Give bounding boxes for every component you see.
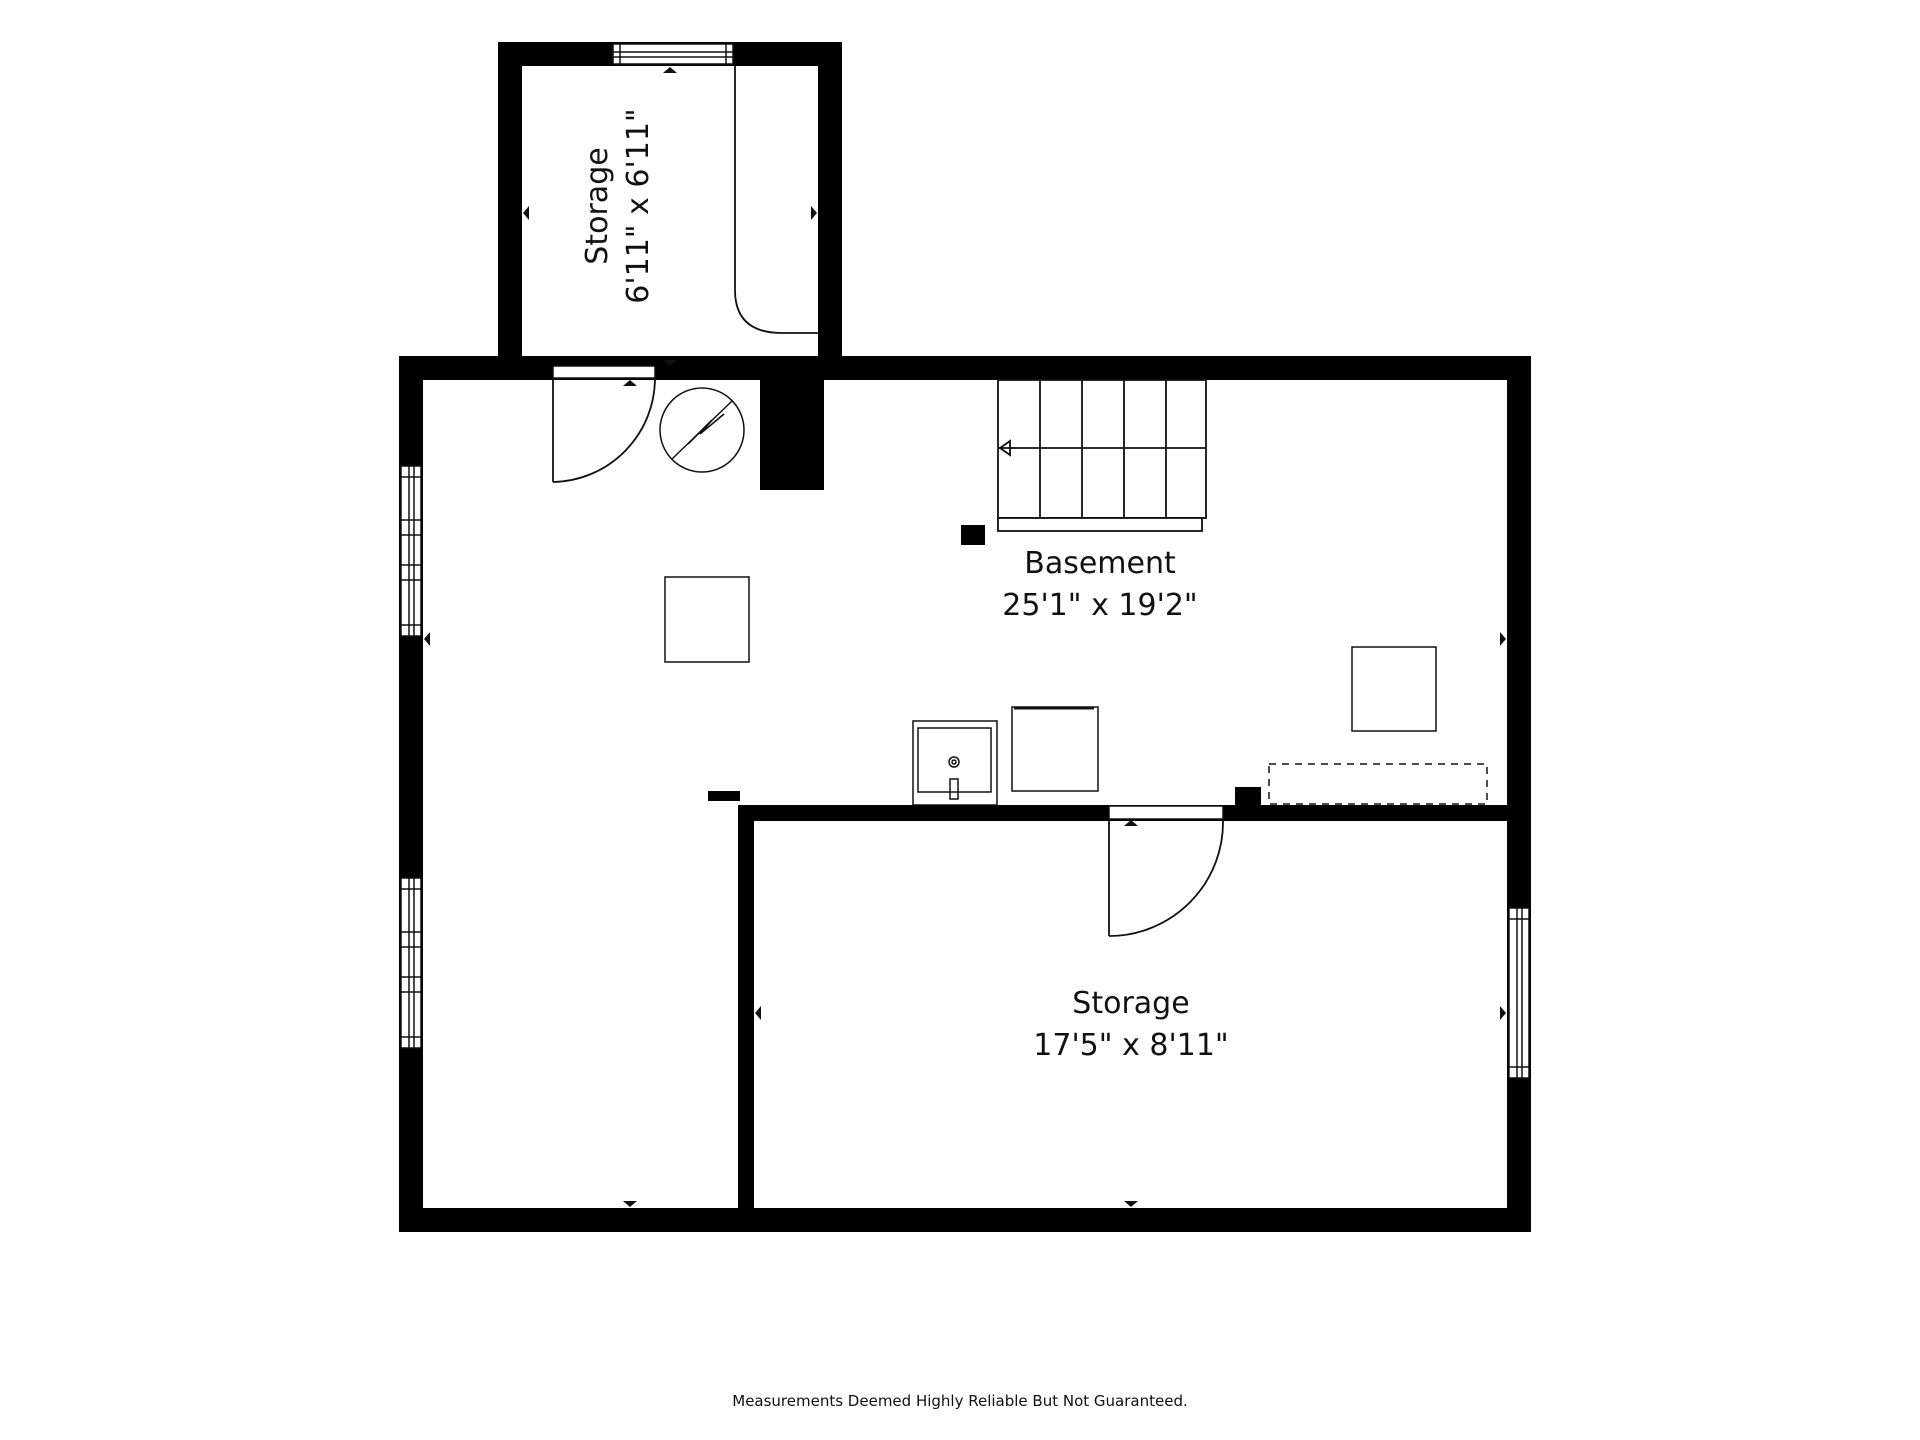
- door-storage-bottom: [1108, 805, 1224, 937]
- dimension-markers: [424, 67, 1506, 1207]
- storage-bottom-wall-left: [738, 805, 754, 1225]
- storage-bottom-name: Storage: [1072, 986, 1189, 1021]
- window-storage-bottom-right: [1508, 907, 1530, 1079]
- staircase: [997, 379, 1207, 532]
- window-basement-left-lower: [400, 877, 422, 1049]
- storage-top-name: Storage: [580, 147, 615, 264]
- storage-top-wall-right: [818, 42, 842, 372]
- window-storage-top: [612, 43, 734, 65]
- appliance-box-left: [664, 576, 750, 663]
- basement-dimensions: 25'1" x 19'2": [1002, 588, 1197, 623]
- storage-top-label: Storage 6'11" x 6'11": [580, 108, 656, 303]
- windows: [400, 43, 1530, 1079]
- storage-top-wall-left: [498, 42, 522, 372]
- doors: [552, 66, 1224, 937]
- basement-wall-right: [1507, 356, 1531, 1232]
- stair-direction-arrow-icon: [998, 439, 1014, 457]
- support-post: [961, 525, 985, 545]
- window-basement-left-upper: [400, 465, 422, 637]
- measurement-disclaimer: Measurements Deemed Highly Reliable But …: [732, 1392, 1188, 1410]
- basement-wall-bottom: [399, 1208, 1531, 1232]
- washer-dryer-icon: [1011, 706, 1099, 792]
- appliance-box-right: [1351, 646, 1437, 732]
- storage-top-dimensions: 6'11" x 6'11": [621, 108, 656, 303]
- chimney-column: [760, 372, 824, 490]
- wall-stub: [708, 791, 740, 801]
- water-heater-icon: [659, 387, 745, 473]
- door-storage-top: [552, 365, 656, 483]
- fixtures: [659, 387, 1488, 806]
- basement-name: Basement: [1024, 546, 1176, 581]
- storage-bottom-dimensions: 17'5" x 8'11": [1033, 1028, 1228, 1063]
- storage-top-curved-fixture: [734, 66, 818, 334]
- support-post-lower: [1235, 787, 1261, 809]
- walls: [399, 42, 1531, 1232]
- laundry-sink-icon: [912, 720, 998, 806]
- counter-outline: [1268, 763, 1488, 805]
